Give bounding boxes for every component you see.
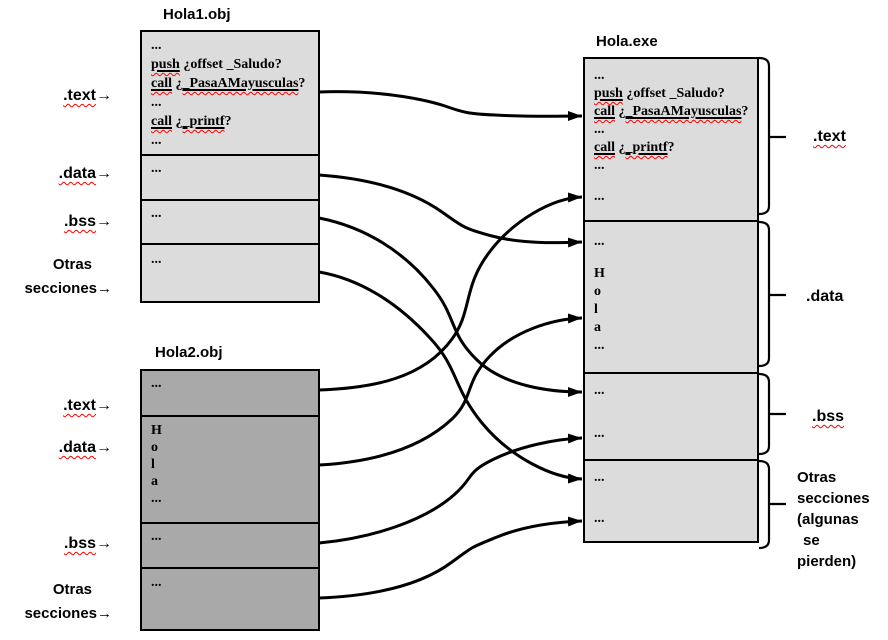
code-line-call-pasa: call ¿_PasaAMayusculas? [151, 76, 306, 91]
symbol-printf: _printf [625, 140, 668, 155]
obj1-section-bss: ... [142, 199, 318, 243]
obj2-box: ... H o l a ... ... ... [140, 369, 320, 631]
symbol-pasaamayusculas: _PasaAMayusculas [182, 76, 299, 91]
exe-section-text: ... push ¿offset _Saludo? call ¿_PasaAMa… [585, 59, 757, 220]
code-line: ... [151, 38, 162, 53]
label-exe-text: .text [813, 128, 846, 145]
exe-box: ... push ¿offset _Saludo? call ¿_PasaAMa… [583, 57, 759, 543]
code-line: ... [594, 234, 605, 249]
label-obj2-otras: Otras secciones→ [24, 581, 112, 622]
code-line: ... [594, 511, 605, 526]
data-letter: H [151, 423, 162, 438]
code-line: ... [151, 376, 162, 391]
symbol-pasaamayusculas: _PasaAMayusculas [625, 104, 742, 119]
right-arrow-glyph: → [97, 280, 112, 297]
label-obj1-text: .text→ [63, 87, 112, 104]
obj2-section-otras: ... [142, 567, 318, 633]
code-line-call-printf: call ¿_printf? [594, 140, 675, 155]
exe-section-bss: ... ... [585, 372, 757, 459]
code-line-call-printf: call ¿_printf? [151, 114, 232, 129]
arrow-obj1-text-to-exe-text [318, 90, 583, 122]
label-exe-otras: Otras secciones (algunas se pierden) [797, 469, 870, 570]
code-line: ... [151, 529, 162, 544]
data-letter: l [151, 457, 155, 472]
exe-section-otras: ... ... [585, 459, 757, 545]
label-obj2-data: .data→ [58, 439, 112, 456]
data-letter: H [594, 266, 605, 281]
arrow-obj1-otras-to-exe-otras [318, 270, 583, 484]
exe-section-data: ... H o l a ... [585, 220, 757, 372]
keyword-call: call [594, 140, 615, 155]
arrow-obj2-otras-to-exe-otras [318, 516, 583, 600]
code-line: ... [151, 161, 162, 176]
label-obj1-otras: Otras secciones→ [24, 256, 112, 297]
code-line: ... [151, 575, 162, 590]
code-line-push: push ¿offset _Saludo? [151, 57, 282, 72]
obj2-section-text: ... [142, 371, 318, 415]
code-line: ... [151, 491, 162, 506]
obj2-section-bss: ... [142, 522, 318, 567]
right-arrow-glyph: → [96, 213, 112, 230]
right-arrow-glyph: → [96, 439, 112, 456]
data-letter: l [594, 302, 598, 317]
code-line: ... [594, 68, 605, 83]
right-arrow-glyph: → [96, 165, 112, 182]
right-arrow-glyph: → [96, 535, 112, 552]
code-line-push: push ¿offset _Saludo? [594, 86, 725, 101]
right-arrow-glyph: → [97, 605, 112, 622]
arrow-obj2-bss-to-exe-bss [318, 433, 583, 545]
right-arrow-glyph: → [96, 87, 112, 104]
exe-title: Hola.exe [596, 33, 658, 50]
keyword-call: call [594, 104, 615, 119]
code-line: ... [151, 252, 162, 267]
label-obj2-bss: .bss→ [63, 535, 112, 552]
code-line-call-pasa: call ¿_PasaAMayusculas? [594, 104, 749, 119]
right-arrow-glyph: → [96, 397, 112, 414]
code-line: ... [594, 158, 605, 173]
arrow-obj1-data-to-exe-data [318, 173, 583, 248]
obj2-section-data: H o l a ... [142, 415, 318, 522]
label-obj2-text: .text→ [63, 397, 112, 414]
obj1-section-text: ... push ¿offset _Saludo? call ¿_PasaAMa… [142, 32, 318, 154]
code-line: ... [594, 426, 605, 441]
data-letter: a [594, 320, 601, 335]
code-line: ... [151, 206, 162, 221]
keyword-call: call [151, 76, 172, 91]
keyword-push: push [151, 57, 180, 72]
bracket-exe-bss [758, 372, 786, 456]
obj1-section-otras: ... [142, 243, 318, 305]
data-letter: o [594, 284, 601, 299]
arrow-obj1-bss-to-exe-bss [318, 216, 583, 397]
label-obj1-bss: .bss→ [63, 213, 112, 230]
keyword-push: push [594, 86, 623, 101]
keyword-call: call [151, 114, 172, 129]
obj1-title: Hola1.obj [163, 6, 231, 23]
data-letter: a [151, 474, 158, 489]
bracket-exe-data [758, 220, 786, 368]
arrow-obj2-data-to-exe-data [318, 313, 583, 467]
code-line: ... [594, 383, 605, 398]
code-line: ... [594, 189, 605, 204]
bracket-exe-text [758, 56, 786, 216]
obj1-section-data: ... [142, 154, 318, 199]
code-line: ... [151, 133, 162, 148]
label-exe-bss: .bss [812, 408, 845, 425]
obj1-box: ... push ¿offset _Saludo? call ¿_PasaAMa… [140, 30, 320, 303]
arrow-obj2-text-to-exe-text [318, 192, 583, 392]
bracket-exe-otras [758, 459, 786, 550]
code-line: ... [594, 470, 605, 485]
obj2-title: Hola2.obj [155, 344, 223, 361]
code-line: ... [594, 122, 605, 137]
code-line: ... [594, 338, 605, 353]
label-obj1-data: .data→ [58, 165, 112, 182]
code-line: ... [151, 95, 162, 110]
label-exe-data: .data [806, 288, 844, 305]
data-letter: o [151, 440, 158, 455]
symbol-printf: _printf [182, 114, 225, 129]
